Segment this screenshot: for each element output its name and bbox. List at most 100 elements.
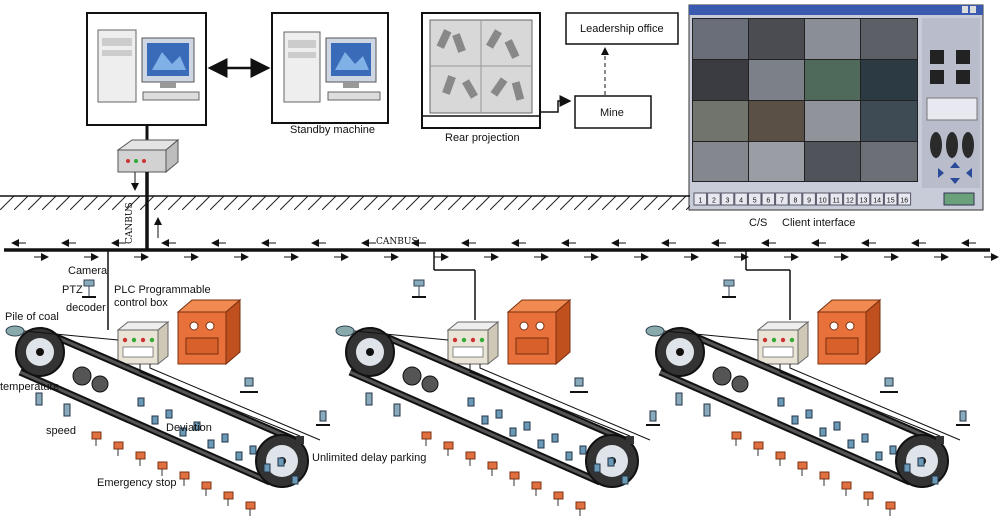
svg-text:9: 9 (807, 198, 811, 205)
speed-sensor-icon (703, 403, 711, 417)
svg-text:2: 2 (712, 198, 716, 205)
ptz-camera-icon (82, 279, 96, 298)
deviation-sensor-icon (165, 409, 187, 437)
rear-projection-label: Rear projection (445, 132, 520, 144)
projection-screen-icon (429, 19, 533, 114)
emergency-stop-sensor-icon (113, 441, 124, 456)
ground-hatch (0, 196, 690, 210)
delay-parking-sensor-icon (626, 410, 660, 444)
emergency-stop-sensor-icon (487, 461, 498, 476)
channel-button: 10 (815, 192, 830, 206)
plc-control-box-icon (116, 320, 170, 366)
deviation-sensor-icon (277, 457, 299, 485)
svg-text:14: 14 (873, 198, 881, 205)
emergency-stop-sensor-icon (731, 431, 742, 446)
svg-text:8: 8 (794, 198, 798, 205)
plc-box-label-line1: PLC Programmable (114, 284, 211, 296)
emergency-stop-sensor-icon (443, 441, 454, 456)
belt-camera-icon (880, 377, 898, 393)
emergency-stop-sensor-icon (819, 471, 830, 486)
deviation-sensor-icon (221, 433, 243, 461)
belt-camera-icon (570, 377, 588, 393)
pile-of-coal-sensor-icon (5, 325, 119, 341)
channel-button: 11 (829, 192, 844, 206)
speed-sensor-icon (63, 403, 71, 417)
deviation-sensor-icon (889, 445, 911, 473)
canbus-main-label: CANBUS (376, 237, 418, 247)
channel-button: 4 (734, 192, 748, 206)
pile-of-coal-sensor-icon (335, 325, 449, 341)
channel-button: 5 (747, 192, 762, 206)
conveyor-unit-2 (335, 279, 660, 516)
channel-button: 9 (802, 192, 816, 206)
emergency-stop-sensor-icon (179, 471, 190, 486)
deviation-sensor-icon (777, 397, 799, 425)
plc-control-box-icon (756, 320, 810, 366)
deviation-sensor-icon (805, 409, 827, 437)
ptz-camera-icon (722, 279, 736, 298)
canbus-signal-arrows (11, 239, 999, 261)
svg-text:16: 16 (900, 198, 908, 205)
deviation-sensor-icon (861, 433, 883, 461)
conveyor-unit-3 (645, 279, 970, 516)
deviation-sensor-icon (607, 457, 629, 485)
emergency-stop-sensor-icon (91, 431, 102, 446)
camera-label: Camera (68, 265, 108, 277)
temperature-sensor-icon (365, 392, 373, 406)
emergency-stop-sensor-icon (157, 461, 168, 476)
channel-button: 3 (720, 192, 735, 206)
svg-text:7: 7 (780, 198, 784, 205)
deviation-sensor-icon (579, 445, 601, 473)
desktop-computer-icon (283, 31, 381, 103)
emergency-stop-sensor-icon (509, 471, 520, 486)
link-projection-mine (540, 95, 572, 113)
desktop-computer-icon (97, 29, 200, 103)
emergency-stop-sensor-icon (863, 491, 874, 506)
channel-button: 16 (897, 192, 912, 206)
emergency-stop-sensor-icon (421, 431, 432, 446)
emergency-stop-sensor-icon (775, 451, 786, 466)
channel-button: 8 (788, 192, 803, 206)
plc-control-box-icon (446, 320, 500, 366)
emergency-stop-sensor-icon (841, 481, 852, 496)
emergency-stop-sensor-icon (135, 451, 146, 466)
leadership-office-label: Leadership office (580, 23, 664, 35)
emergency-stop-sensor-icon (797, 461, 808, 476)
deviation-sensor-icon (523, 421, 545, 449)
main-computer-box (86, 12, 207, 126)
rear-projection-box (421, 12, 541, 129)
channel-button: 13 (856, 192, 871, 206)
ptz-label: PTZ (62, 284, 83, 296)
mine-box (574, 95, 652, 129)
deviation-sensor-icon (551, 433, 573, 461)
deviation-sensor-icon (917, 457, 939, 485)
client-interface-prefix: C/S (749, 217, 767, 229)
canbus-vertical-label: CANBUS (125, 202, 135, 244)
channel-button: 6 (761, 192, 776, 206)
svg-text:6: 6 (766, 198, 770, 205)
belt-conveyor-icon (655, 326, 949, 488)
temperature-sensor-icon (35, 392, 43, 406)
channel-button: 14 (870, 192, 884, 206)
belt-camera-icon (240, 377, 258, 393)
standby-machine-label: Standby machine (290, 124, 375, 136)
svg-text:3: 3 (726, 198, 730, 205)
svg-text:4: 4 (739, 198, 743, 205)
svg-text:5: 5 (753, 198, 757, 205)
deviation-sensor-icon (833, 421, 855, 449)
deviation-sensor-icon (495, 409, 517, 437)
svg-text:10: 10 (819, 198, 827, 205)
unlimited-delay-parking-label: Unlimited delay parking (312, 452, 426, 464)
deviation-sensor-icon (137, 397, 159, 425)
channel-button: 12 (843, 192, 857, 206)
canbus-gateway-icon (116, 138, 180, 174)
decoder-label: decoder (66, 302, 106, 314)
ptz-control-panel (922, 18, 980, 206)
pile-of-coal-sensor-icon (645, 325, 759, 341)
emergency-stop-sensor-icon (223, 491, 234, 506)
emergency-stop-sensor-icon (553, 491, 564, 506)
emergency-stop-sensor-icon (575, 501, 586, 516)
